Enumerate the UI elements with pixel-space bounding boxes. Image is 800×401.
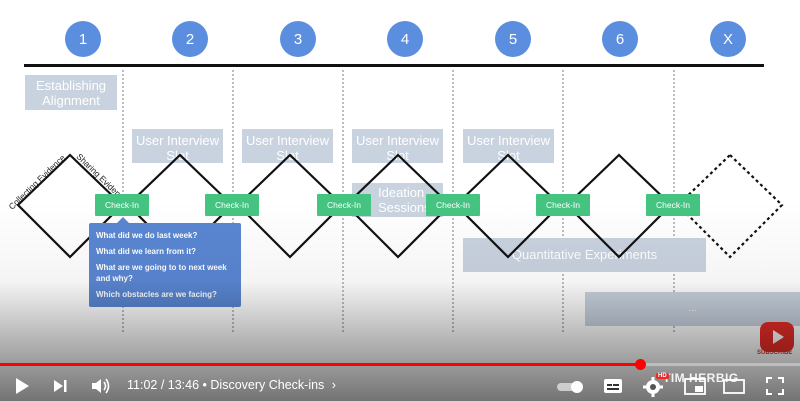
timeline-line bbox=[24, 64, 764, 67]
subtitles-icon[interactable] bbox=[603, 378, 623, 395]
check-in-tag[interactable]: Check-In bbox=[536, 194, 590, 216]
tooltip-question-3: What are we going to to next week and wh… bbox=[96, 263, 227, 283]
volume-icon[interactable] bbox=[91, 377, 111, 395]
check-in-tag[interactable]: Check-In bbox=[205, 194, 259, 216]
subscribe-button[interactable] bbox=[760, 322, 794, 352]
step-circle-3: 3 bbox=[280, 21, 316, 57]
user-interview-slot-box-4: User Interview Slot bbox=[463, 129, 554, 163]
step-circle-5: 5 bbox=[495, 21, 531, 57]
bullet: • bbox=[199, 378, 211, 392]
hd-badge: HD bbox=[656, 373, 669, 379]
autoplay-toggle-icon[interactable] bbox=[556, 380, 586, 394]
time-separator: / bbox=[157, 378, 168, 392]
check-in-tag[interactable]: Check-In bbox=[646, 194, 700, 216]
next-icon[interactable] bbox=[52, 378, 68, 394]
subscribe-label: SUBSCRIBE bbox=[757, 350, 793, 356]
time-total: 13:46 bbox=[167, 378, 200, 392]
miniplayer-icon[interactable] bbox=[684, 378, 706, 395]
step-circle-1: 1 bbox=[65, 21, 101, 57]
progress-played bbox=[0, 363, 640, 366]
fullscreen-icon[interactable] bbox=[766, 377, 784, 395]
chevron-right-icon[interactable]: › bbox=[331, 378, 336, 392]
play-icon[interactable] bbox=[12, 376, 32, 396]
channel-watermark: TIM HERBIG bbox=[663, 371, 739, 385]
tooltip-question-1: What did we do last week? bbox=[96, 231, 198, 240]
chapter-title[interactable]: Discovery Check-ins bbox=[210, 378, 325, 392]
step-circle-x: X bbox=[710, 21, 746, 57]
tooltip-question-2: What did we learn from it? bbox=[96, 247, 197, 256]
check-in-tag[interactable]: Check-In bbox=[317, 194, 371, 216]
settings-gear-icon[interactable] bbox=[642, 376, 664, 397]
check-in-tag[interactable]: Check-In bbox=[426, 194, 480, 216]
theater-mode-icon[interactable] bbox=[723, 379, 745, 394]
user-interview-slot-box-3: User Interview Slot bbox=[352, 129, 443, 163]
tooltip-question-4: Which obstacles are we facing? bbox=[96, 290, 217, 299]
time-display: 11:02 / 13:46 • Discovery Check-ins › bbox=[127, 378, 336, 392]
step-circle-6: 6 bbox=[602, 21, 638, 57]
check-in-tag[interactable]: Check-In bbox=[95, 194, 149, 216]
establishing-alignment-box: Establishing Alignment bbox=[25, 75, 117, 110]
check-in-questions-tooltip: What did we do last week? What did we le… bbox=[89, 223, 241, 307]
progress-scrubber[interactable] bbox=[635, 359, 646, 370]
play-logo-icon bbox=[773, 330, 784, 344]
user-interview-slot-box-1: User Interview Slot bbox=[132, 129, 223, 163]
time-current: 11:02 bbox=[127, 378, 158, 392]
step-circle-4: 4 bbox=[387, 21, 423, 57]
step-circle-2: 2 bbox=[172, 21, 208, 57]
